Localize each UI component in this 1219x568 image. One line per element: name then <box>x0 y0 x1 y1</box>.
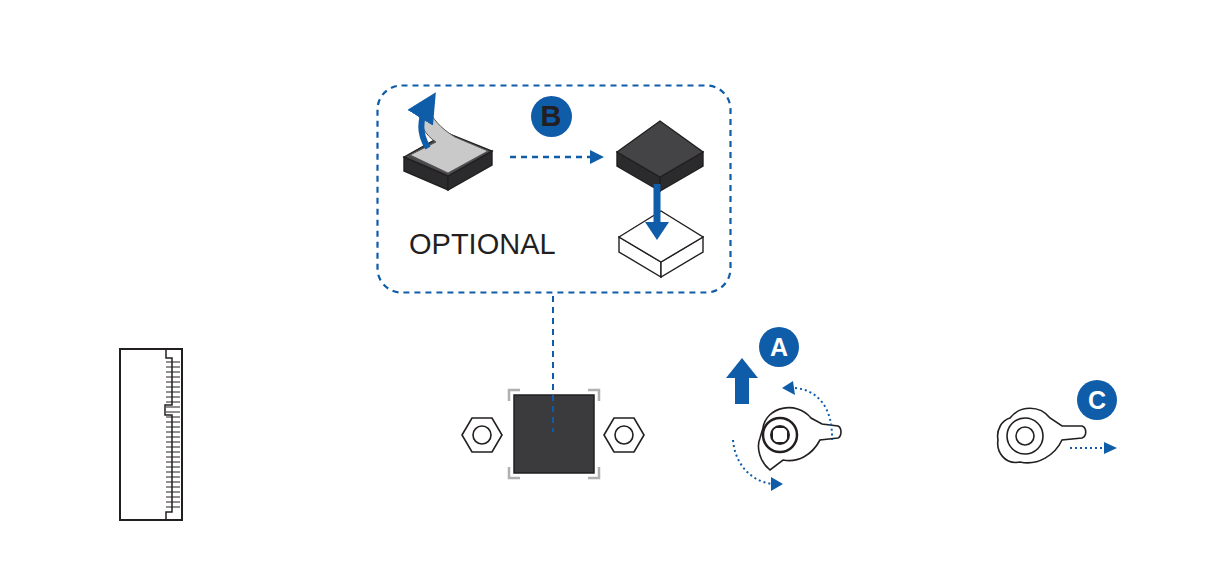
step-arrow <box>510 156 592 159</box>
step-badge: C <box>1077 380 1117 420</box>
step-badge: A <box>759 327 799 367</box>
leader-line <box>552 296 554 432</box>
step-letter: B <box>541 102 562 131</box>
step-letter: A <box>770 335 788 360</box>
m2-latch-rotate <box>726 358 841 491</box>
optional-label: OPTIONAL <box>409 230 556 259</box>
thermal-pad-peel <box>404 105 492 190</box>
m2-slot <box>120 349 182 520</box>
thermal-pad-place <box>617 121 703 277</box>
step-arrow-head <box>590 150 604 164</box>
thermal-pad-area <box>509 390 599 478</box>
step-letter: C <box>1088 388 1106 413</box>
optional-step-frame: OPTIONAL B <box>376 84 732 294</box>
step-badge: B <box>531 96 572 137</box>
